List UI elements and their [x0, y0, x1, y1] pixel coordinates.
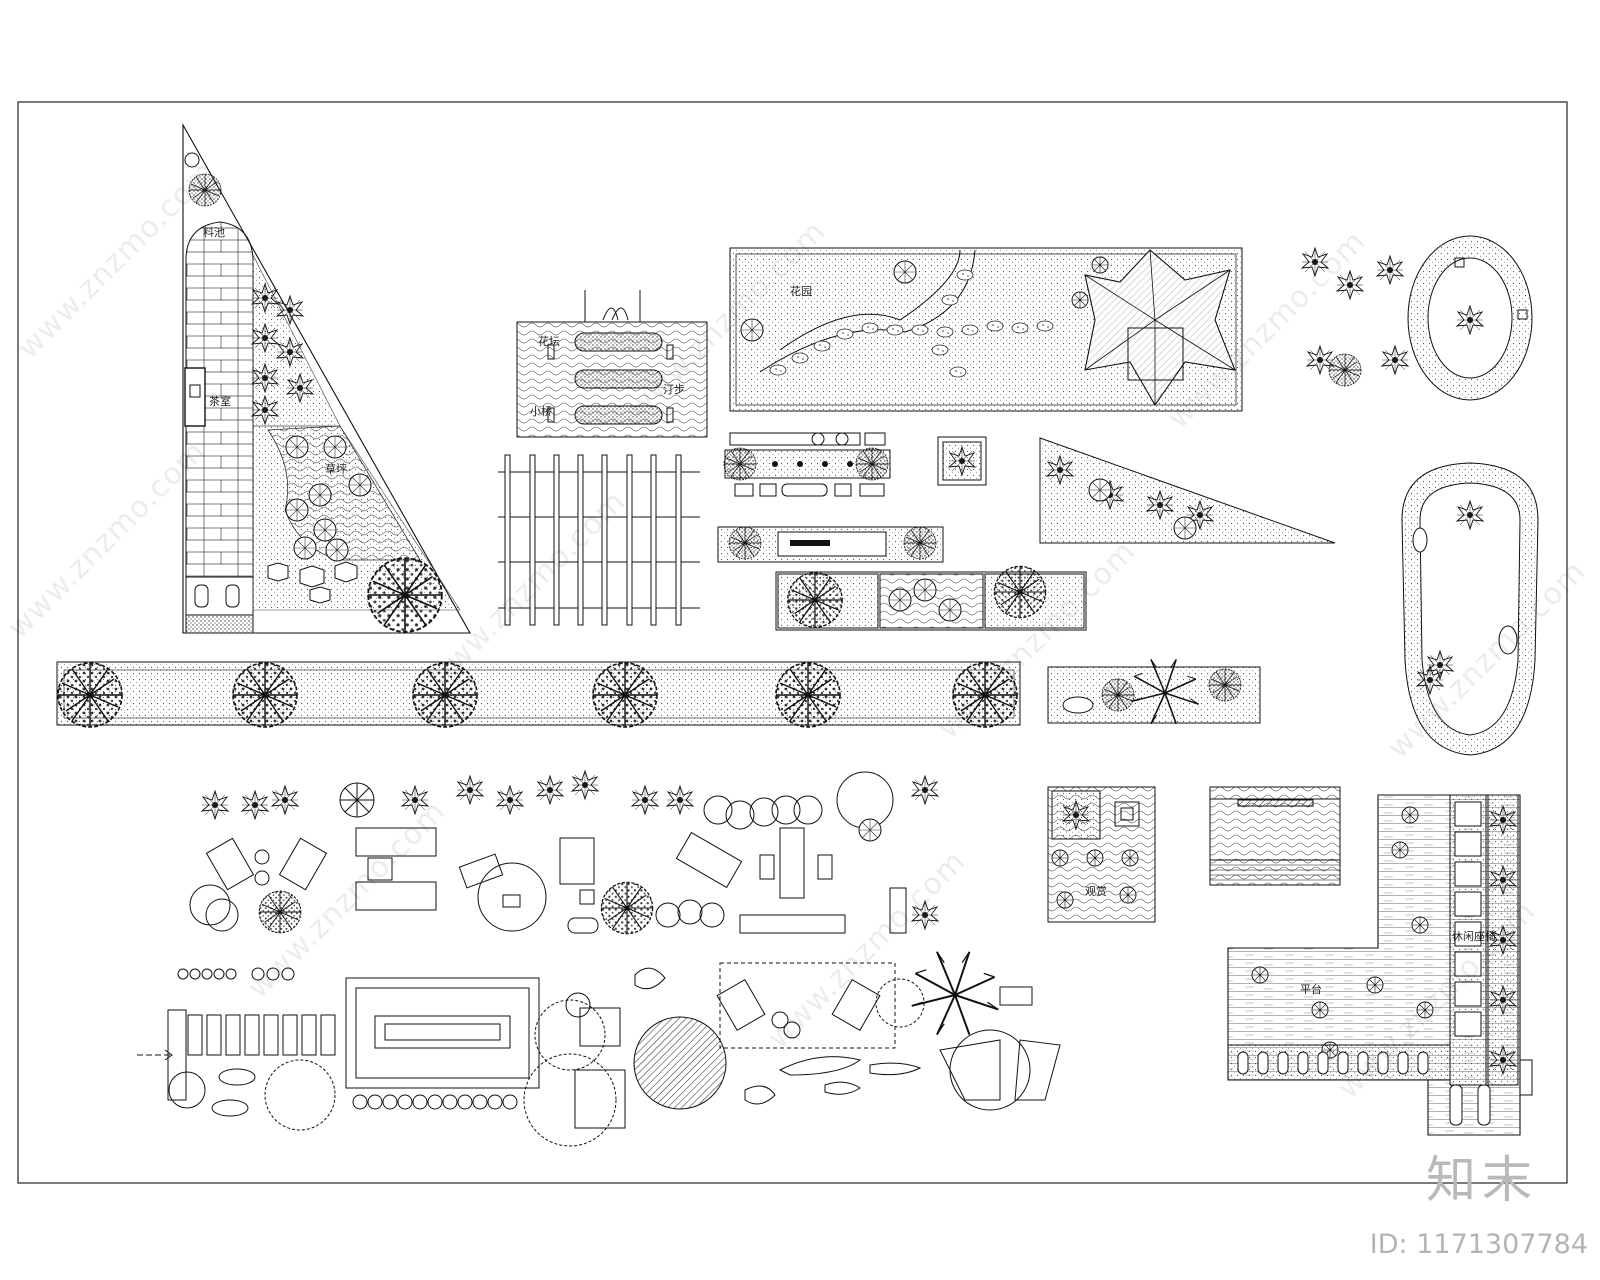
drawing-frame — [17, 101, 1568, 1184]
diagonal-planting-strip — [1039, 437, 1336, 544]
watermark: www.znzmo.com — [1, 434, 213, 646]
label-tea-house: 茶室 — [209, 394, 231, 408]
pergola-plan — [498, 454, 700, 626]
brand-logo: 知末 — [1426, 1151, 1538, 1209]
symbol-library — [189, 770, 939, 935]
label-stepping: 汀步 — [663, 383, 685, 396]
l-shaped-terrace-plan: 平台 休闲座椅 — [1227, 794, 1533, 1136]
stepping-stone-plan: 花坛 汀步 小桥 — [516, 290, 708, 438]
planter-row-plans — [717, 432, 1087, 631]
pavilion-garden-plan: 花园 — [729, 247, 1243, 412]
label-flower-bed: 花坛 — [538, 335, 560, 348]
tree-symbols-top-right — [1301, 235, 1539, 756]
long-hedge-strip — [56, 661, 1021, 728]
small-courtyard-plan: 观赏 — [1047, 786, 1156, 923]
symbol-library-lower — [137, 950, 1061, 1147]
label-bridge: 小桥 — [530, 405, 552, 418]
umbrella-pavilion — [1084, 249, 1236, 407]
water-feature-plan — [1209, 786, 1341, 886]
label-pond: 料池 — [203, 225, 225, 239]
triangle-garden-plan: 料池 茶室 草坪 — [182, 122, 471, 634]
label-viewing: 观赏 — [1085, 885, 1107, 898]
label-garden: 花园 — [790, 285, 812, 298]
label-seating: 休闲座椅 — [1452, 929, 1496, 943]
label-lawn: 草坪 — [325, 463, 347, 476]
label-terrace: 平台 — [1300, 982, 1322, 996]
image-id-label: ID: 1171307784 — [1369, 1229, 1588, 1260]
palm-strip-plan — [1047, 658, 1261, 725]
